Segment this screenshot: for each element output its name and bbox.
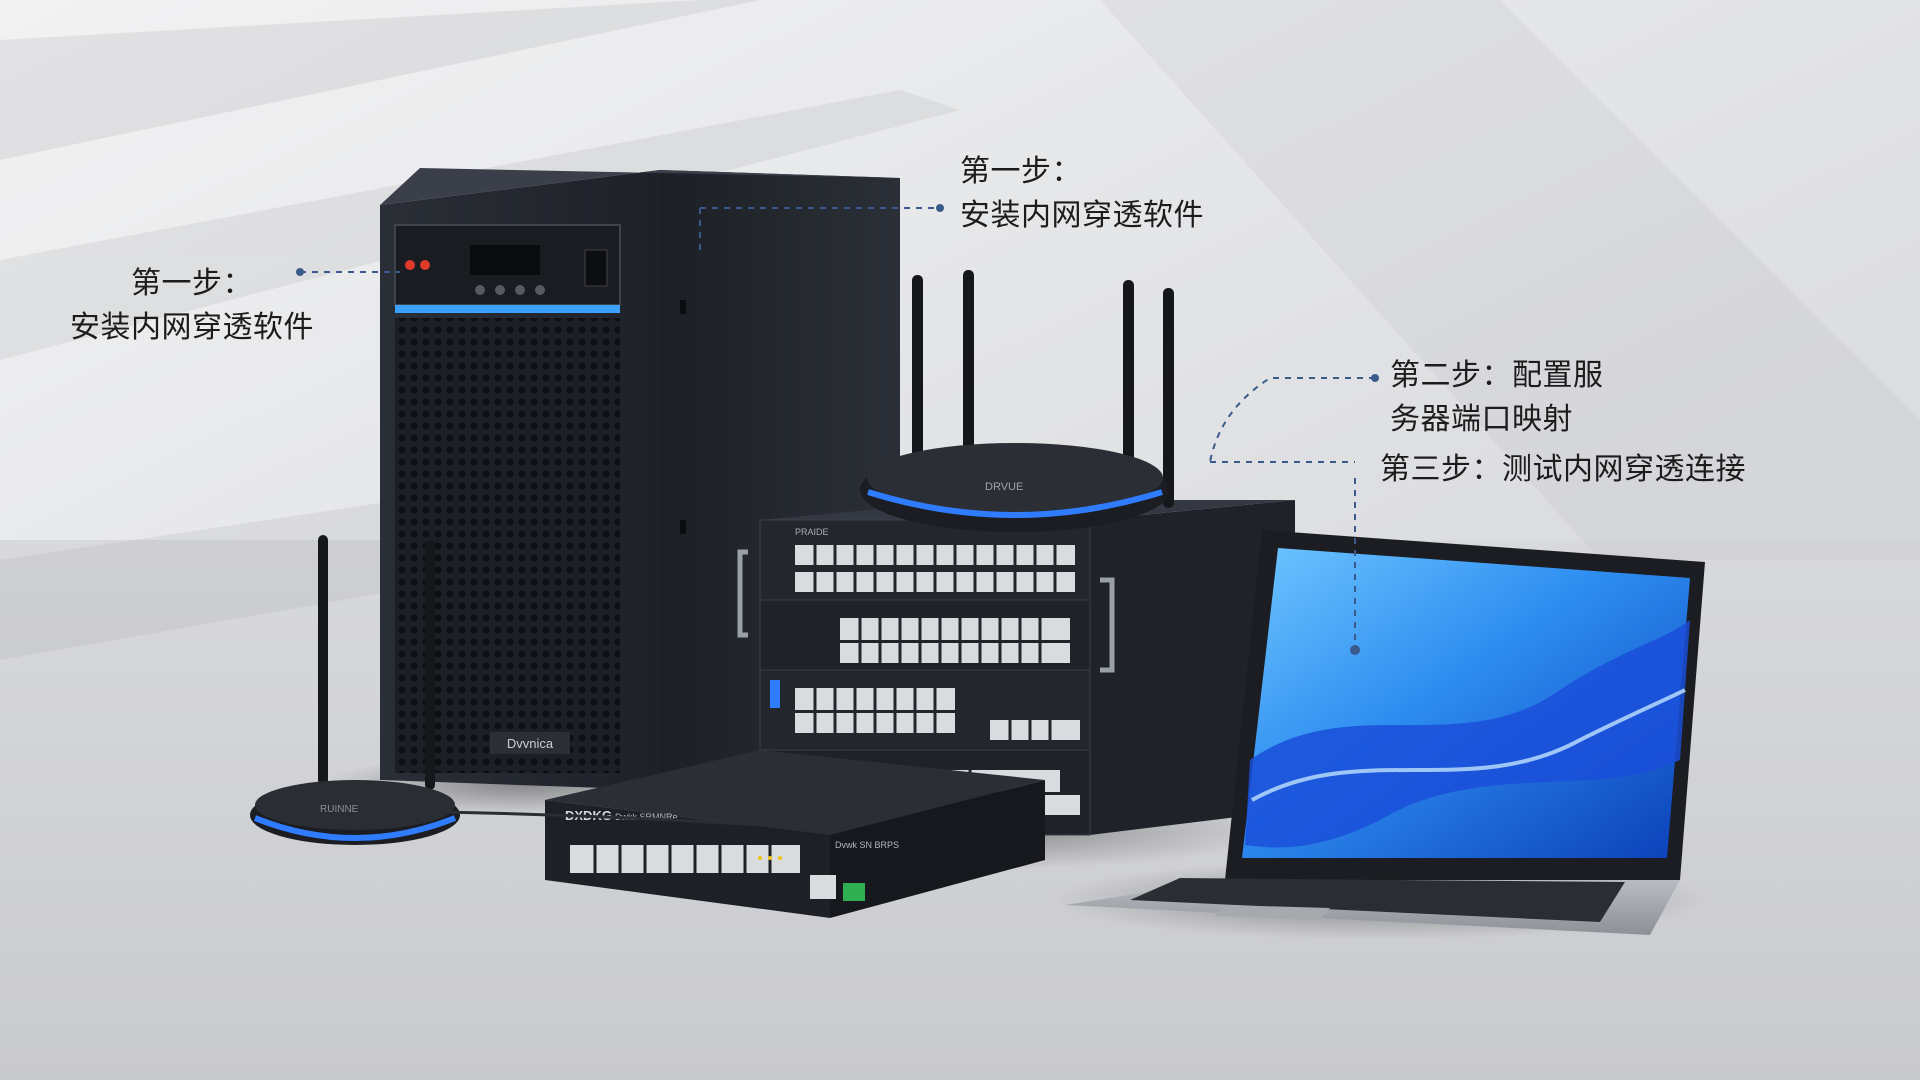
rack-blue-indicator [770,680,780,708]
annotation-step3: 第三步：测试内网穿透连接 [1380,448,1746,492]
step2-line2: 务器端口映射 [1390,402,1573,437]
step3-text: 第三步：测试内网穿透连接 [1380,452,1746,487]
large-router-antenna-2 [963,270,974,470]
small-router: RUINNE [250,535,460,845]
tower-blue-light-bar [395,305,620,313]
small-router-label: RUINNE [320,804,359,815]
annotation-step2: 第二步：配置服 务器端口映射 [1390,354,1604,442]
step1-top-line2: 安装内网穿透软件 [960,198,1204,233]
small-router-antenna-left [318,535,328,785]
small-router-blue-light [253,815,457,841]
large-router: DRVUE [860,270,1174,532]
annotation-step1-top: 第一步： 安装内网穿透软件 [960,150,1204,238]
laptop-trackpad [1215,905,1330,920]
laptop-keyboard [1130,878,1625,922]
tower-brand-plate [490,732,570,754]
switch-port-label: Dvwk SN BRPS [835,840,899,850]
wallpaper-wave [1245,620,1690,848]
step1-left-line2: 安装内网穿透软件 [70,310,314,345]
large-router-antenna-1 [912,275,923,485]
tower-brand-text: Dvvnica [507,736,554,751]
power-led-icon [405,260,415,270]
uplink-port [810,875,836,899]
step1-left-line1: 第一步： [131,266,253,301]
rack-handle-right [1100,577,1115,673]
annotation-dots [296,204,1379,655]
small-router-antenna-right [425,540,435,790]
annotation-step1-left: 第一步： 安装内网穿透软件 [70,262,314,350]
cable [439,810,761,827]
large-router-antenna-3 [1123,280,1134,480]
large-router-label: DRVUE [985,481,1023,493]
power-connector [843,883,865,901]
large-router-antenna-4 [1163,288,1174,508]
switch-model: Dwkk SRMNRe [615,812,678,822]
annotation-lines [300,207,1375,650]
step1-top-line1: 第一步： [960,154,1082,189]
rack-handle-left [737,549,748,638]
tower-display [470,245,540,275]
rack-label: PRAIDE [795,527,829,537]
desktop-switch-ports [570,845,800,873]
tower-switch [584,249,608,287]
large-router-blue-light [867,489,1163,518]
desktop-switch: DXDKG Dwkk SRMNRe Dvwk SN BRPS [545,750,1045,918]
step2-line1: 第二步：配置服 [1390,358,1604,393]
